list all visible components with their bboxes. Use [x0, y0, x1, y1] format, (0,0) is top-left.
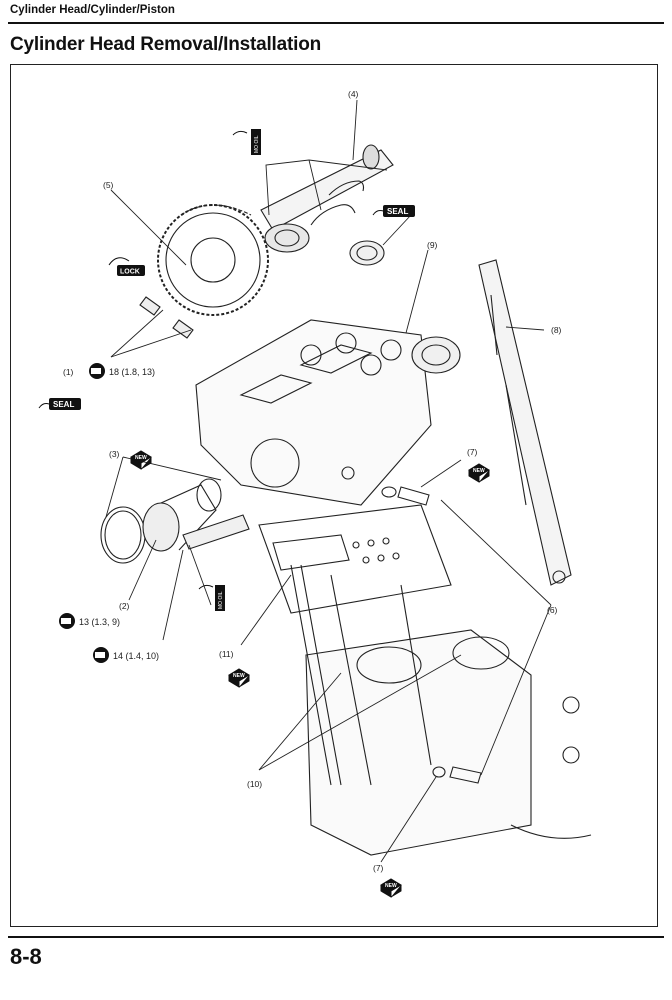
callout-11: (11) [219, 649, 234, 659]
seal-tag-icon: SEAL [38, 398, 81, 410]
svg-text:NEW: NEW [233, 673, 245, 679]
moly-oil-icon: MO OIL [198, 584, 225, 611]
callout-6: (6) [547, 605, 558, 615]
callout-1: (1) [63, 367, 74, 377]
lock-tag-icon: LOCK [108, 257, 145, 276]
seal-tag-icon: SEAL [372, 205, 415, 217]
callout-5: (5) [103, 180, 114, 190]
torque-label-2: 13 (1.3, 9) [59, 613, 120, 629]
torque-wrench-icon [89, 363, 105, 379]
inspection-plug-assembly [100, 478, 250, 564]
svg-text:NEW: NEW [473, 468, 485, 474]
callout-9: (9) [427, 240, 438, 250]
svg-text:NEW: NEW [385, 883, 397, 889]
torque-label-1: 18 (1.8, 13) [89, 363, 155, 379]
cam-sprocket [157, 204, 269, 316]
camshaft [260, 144, 394, 253]
head-bolt-lower [432, 766, 482, 784]
torque-label-3: 14 (1.4, 10) [93, 647, 159, 663]
callout-8: (8) [551, 325, 562, 335]
page-title: Cylinder Head Removal/Installation [10, 34, 322, 55]
callout-3: (3) [109, 449, 120, 459]
new-part-icon: NEW [130, 450, 152, 470]
header-rule [8, 22, 664, 24]
callout-4: (4) [348, 89, 359, 99]
svg-text:MO OIL: MO OIL [218, 591, 224, 609]
moly-oil-icon: MO OIL [232, 129, 261, 155]
camshaft-seal [349, 240, 385, 266]
new-part-icon: NEW [228, 668, 250, 688]
page-number: 8-8 [10, 944, 42, 969]
cam-chain-guide [478, 259, 572, 586]
svg-text:LOCK: LOCK [120, 269, 140, 276]
torque-wrench-icon [93, 647, 109, 663]
new-part-icon: NEW [380, 878, 402, 898]
torque-value-2: 13 (1.3, 9) [79, 617, 120, 627]
svg-text:SEAL: SEAL [387, 207, 408, 216]
svg-text:SEAL: SEAL [53, 400, 74, 409]
callout-10: (10) [247, 779, 262, 789]
torque-value-3: 14 (1.4, 10) [113, 651, 159, 661]
torque-wrench-icon [59, 613, 75, 629]
svg-text:MO OIL: MO OIL [254, 135, 260, 153]
sprocket-bolts [139, 296, 194, 339]
new-part-icon: NEW [468, 463, 490, 483]
diagram-frame: (4) (5) (9) (8) (1) (3) (7) (2) (6) (11)… [10, 64, 658, 927]
callout-2: (2) [119, 601, 130, 611]
footer-rule [8, 936, 664, 938]
exploded-view-diagram: (4) (5) (9) (8) (1) (3) (7) (2) (6) (11)… [38, 89, 592, 898]
callout-7-upper: (7) [467, 447, 478, 457]
cylinder-head [195, 319, 461, 506]
torque-value-1: 18 (1.8, 13) [109, 367, 155, 377]
section-header: Cylinder Head/Cylinder/Piston [10, 4, 175, 16]
cylinder-block [290, 564, 592, 856]
svg-text:NEW: NEW [135, 455, 147, 461]
callout-7-lower: (7) [373, 863, 384, 873]
cylinder-head-gasket [258, 504, 452, 614]
head-bolt-upper [381, 486, 430, 506]
